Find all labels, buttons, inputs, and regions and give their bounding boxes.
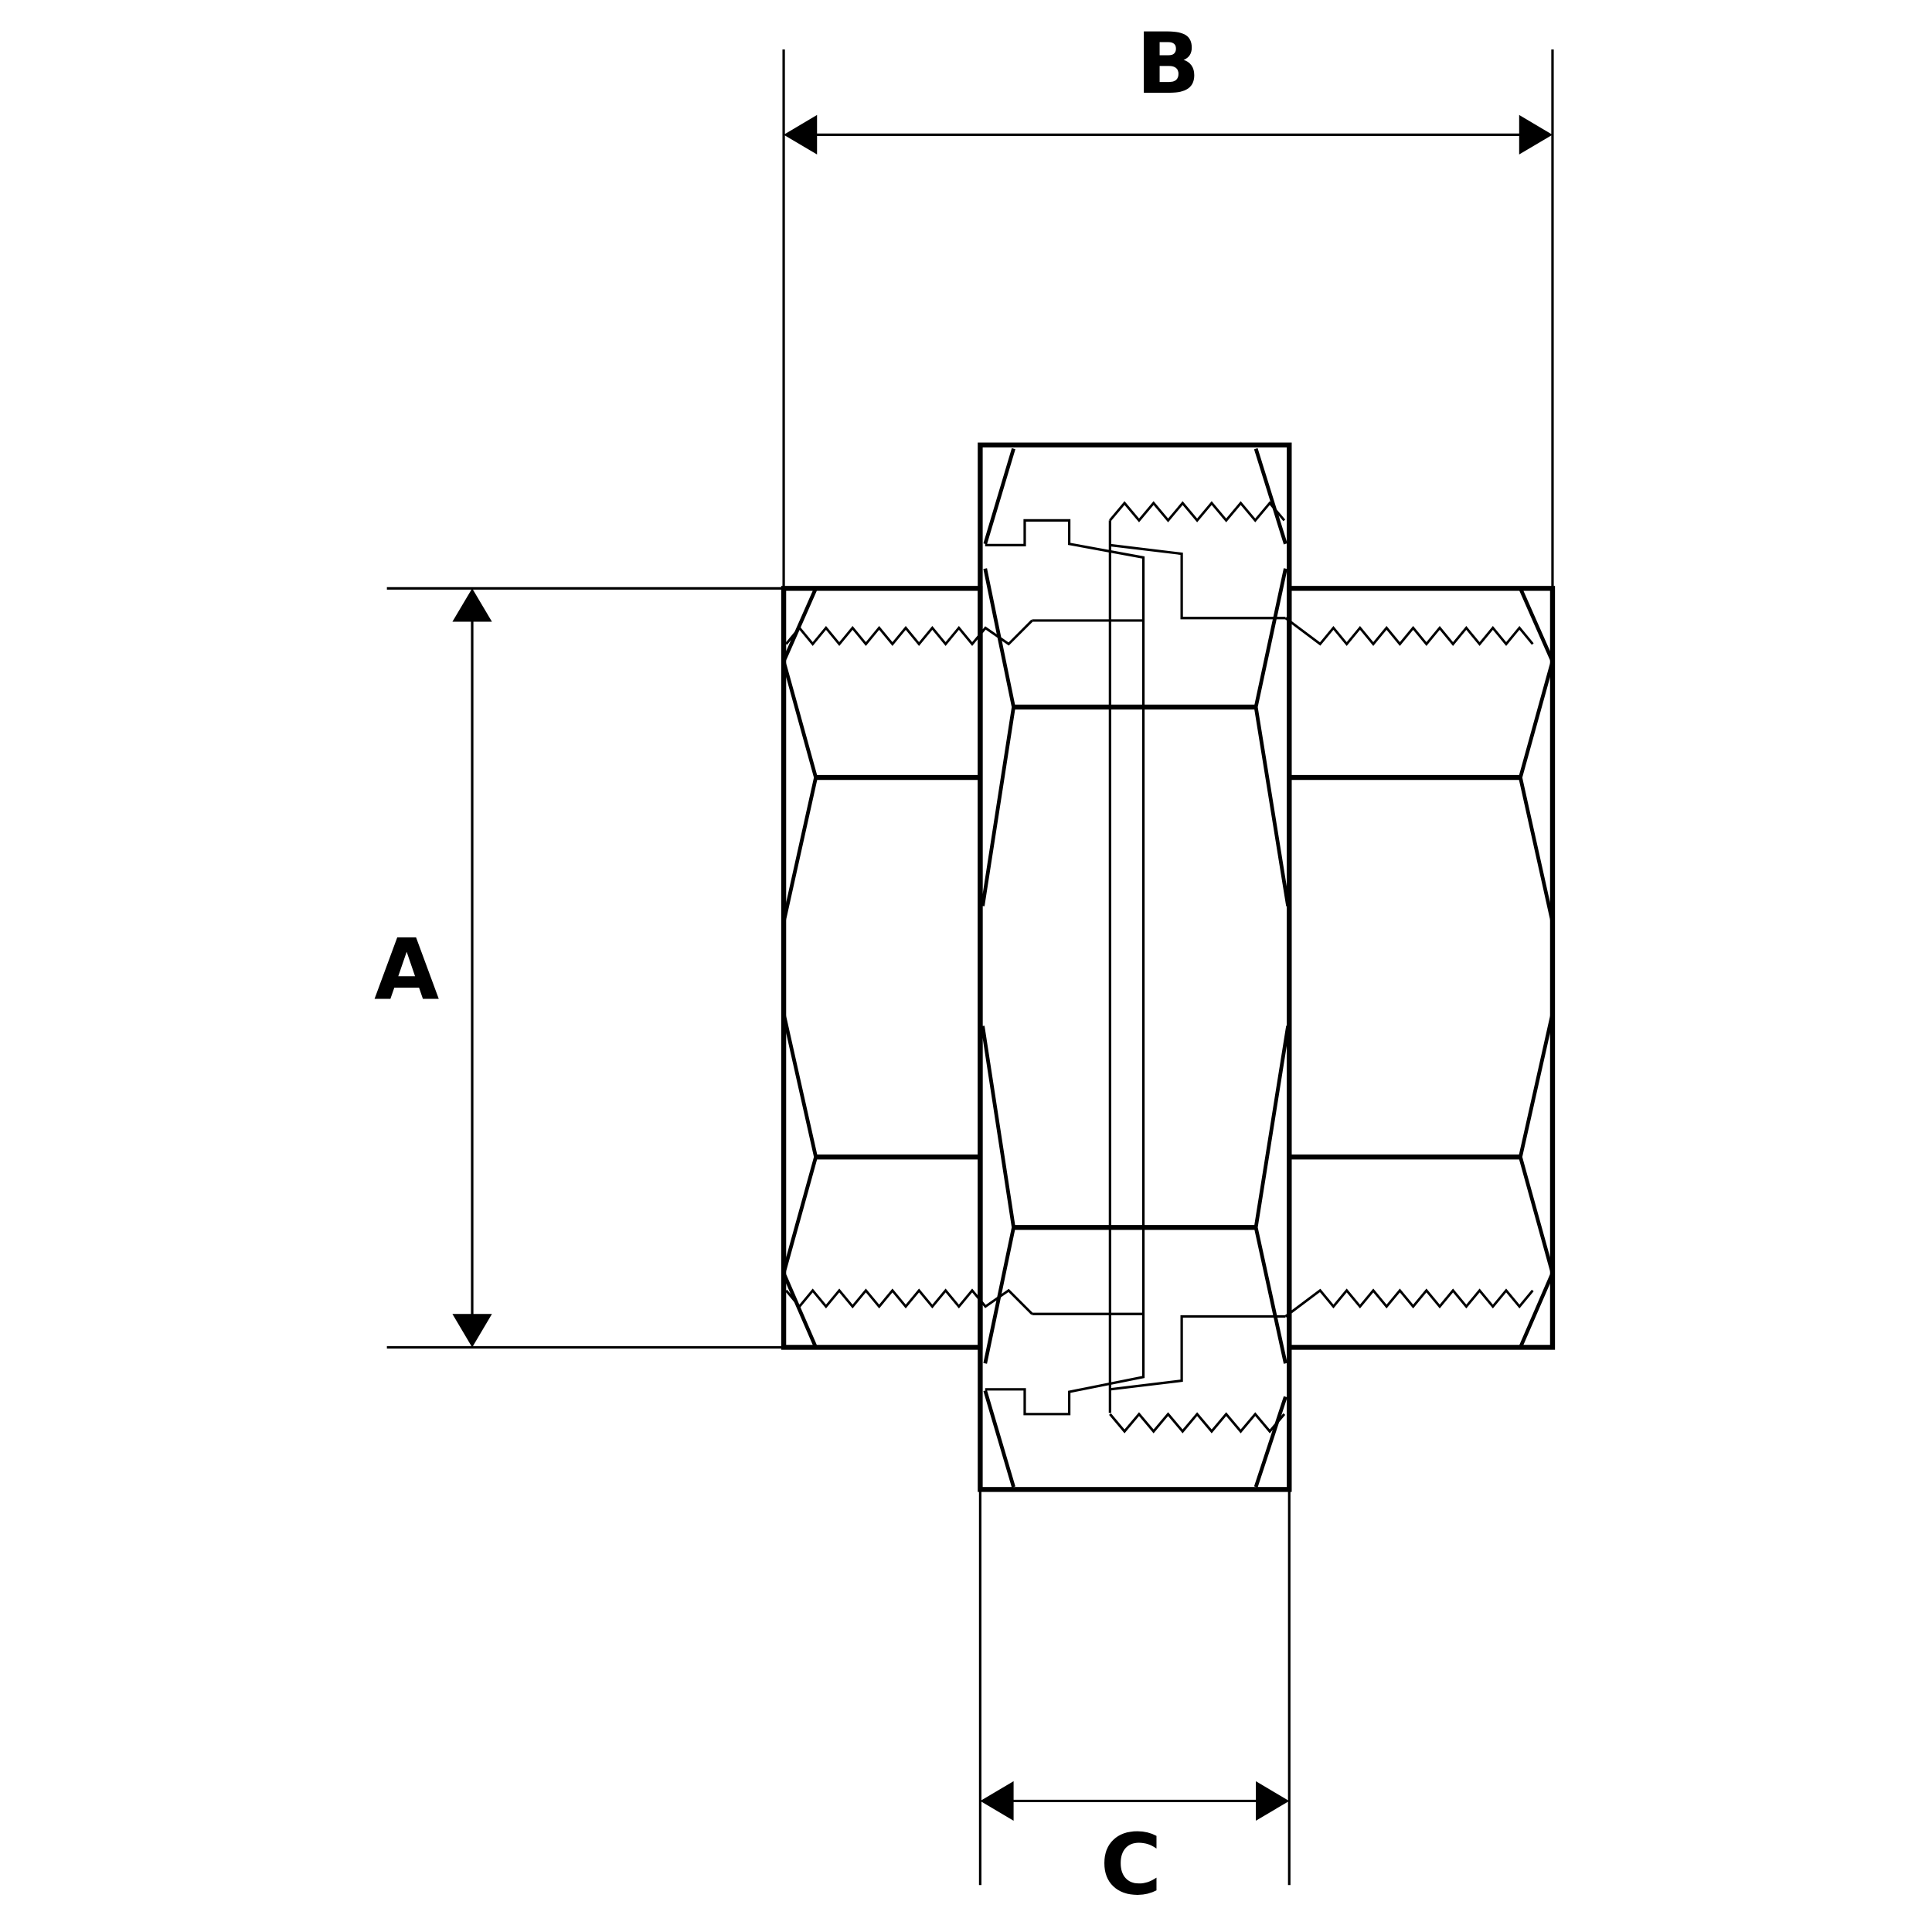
thread-zigzag — [1109, 501, 1286, 522]
thread-lines — [785, 501, 1534, 1434]
arrow-right-icon — [1256, 1781, 1290, 1821]
thread-zigzag — [785, 1288, 1033, 1315]
center-nut — [978, 442, 1292, 1492]
dimension-a-label: A — [374, 920, 439, 1019]
thread-zigzag — [1284, 1288, 1534, 1318]
thread-zigzag — [1284, 617, 1534, 646]
dimension-a: A — [374, 587, 784, 1349]
thread-zigzag — [785, 619, 1033, 646]
arrow-down-icon — [452, 1314, 492, 1348]
arrow-left-icon — [980, 1781, 1014, 1821]
right-hex-body — [1287, 586, 1556, 1350]
dimension-b-label: B — [1136, 15, 1200, 113]
dimension-b: B — [782, 15, 1554, 589]
internal-profile — [985, 519, 1286, 1416]
arrow-up-icon — [452, 588, 492, 622]
dimension-c-label: C — [1100, 1815, 1162, 1913]
arrow-left-icon — [784, 114, 818, 155]
arrow-right-icon — [1519, 114, 1553, 155]
thread-zigzag — [1109, 1412, 1286, 1434]
left-hex-body — [781, 586, 983, 1350]
dimension-c: C — [978, 1489, 1291, 1913]
